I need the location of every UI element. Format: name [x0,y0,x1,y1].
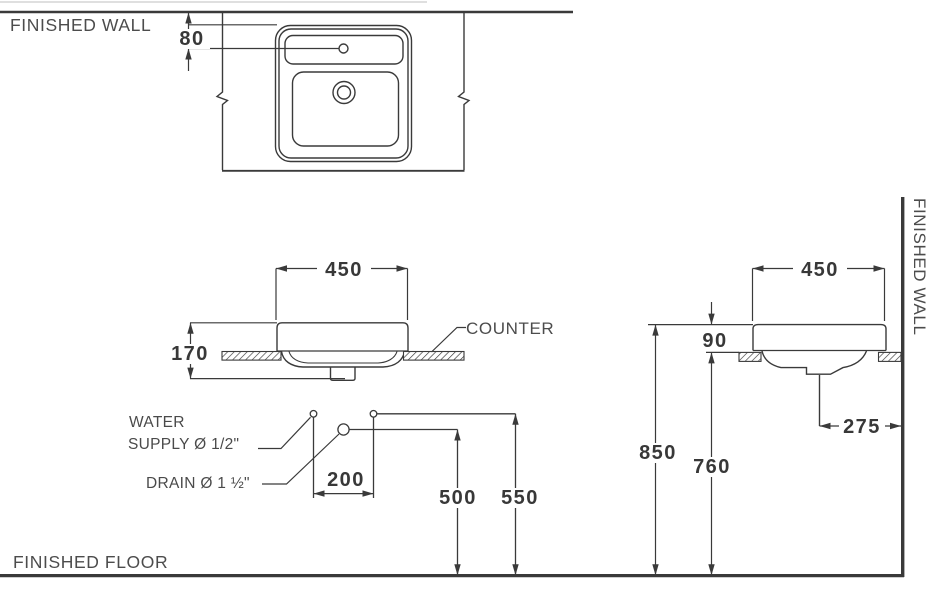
plan-view [0,10,573,172]
counter-label: COUNTER [466,319,555,338]
front-dim-170: 170 [170,343,210,365]
finished-wall-top-label: FINISHED WALL [10,15,152,35]
side-view [0,197,905,578]
dim-80: 80 [174,29,210,49]
water-supply-label-line1: WATER [129,414,185,431]
dim-850: 850 [635,443,681,463]
dim-275: 275 [839,417,885,437]
dim-90: 90 [698,331,732,351]
front-dim-450: 450 [317,260,371,280]
front-view [187,265,466,381]
rough-in-lines [258,409,519,576]
dim-500: 500 [435,488,481,508]
finished-floor-label: FINISHED FLOOR [13,552,169,572]
finished-wall-right-label: FINISHED WALL [910,198,929,336]
drain-label: DRAIN Ø 1 ½" [146,475,250,492]
water-supply-label-line2: SUPPLY Ø 1/2" [128,436,240,453]
dim-760: 760 [689,457,735,477]
dim-200: 200 [323,470,369,490]
side-dim-450: 450 [793,260,847,280]
dim-550: 550 [497,488,543,508]
